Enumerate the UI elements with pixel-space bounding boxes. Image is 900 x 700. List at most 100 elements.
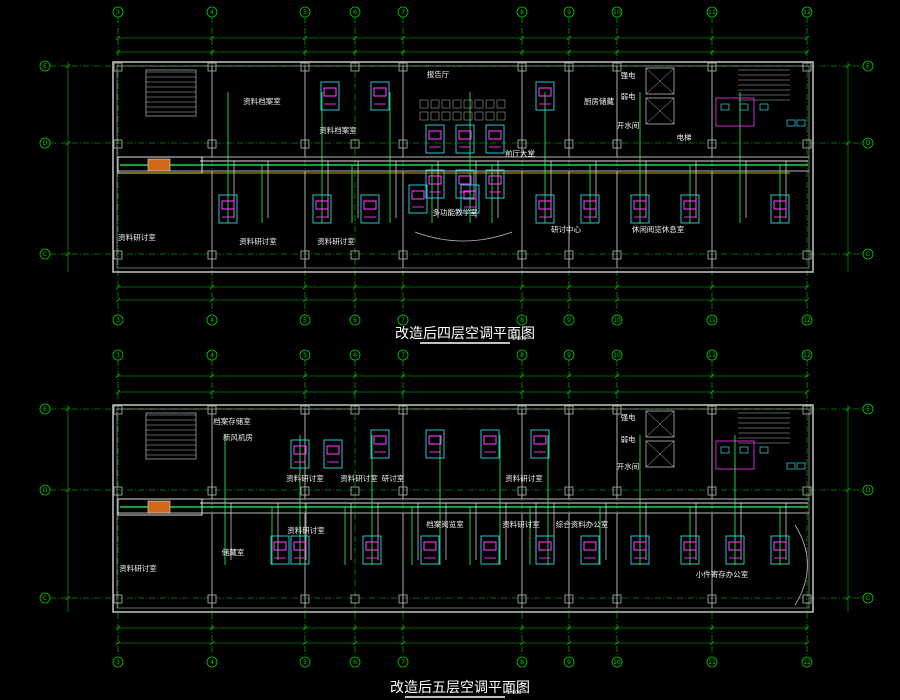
elevator-cross [645,67,675,95]
axis-bubble [39,484,51,496]
exterior-wall [112,404,814,613]
toilet-room-outline [715,97,755,127]
axis-bubble [206,6,218,18]
axis-bubble [706,314,718,326]
dimension-tick [209,35,215,41]
structural-column [300,486,310,496]
axis-bubble [611,349,623,361]
structural-column [113,594,123,604]
axis-number: 4 [210,9,214,16]
dimension-tick [519,373,525,379]
auditorium-seat [496,111,506,121]
fan-coil-unit [535,535,555,565]
axis-bubble [112,349,124,361]
structural-column [113,250,123,260]
dimension-tick [614,284,620,290]
fan-coil-unit [770,535,790,565]
sanitary-fixture [759,103,769,111]
axis-bubble [299,349,311,361]
dimension-tick [115,625,121,631]
fan-coil-unit [680,535,700,565]
interior-wall-line [116,408,810,609]
auditorium-seat [463,99,473,109]
sanitary-fixture [796,119,806,127]
axis-letter: E [43,406,47,413]
axis-bubble [706,656,718,668]
axis-bubble [862,592,874,604]
dimension-tick [804,640,810,646]
sanitary-fixture [796,462,806,470]
dimension-tick [302,49,308,55]
building-walls [112,61,814,273]
fan-coil-return-grille [583,200,597,210]
fan-coil-unit [580,535,600,565]
fan-coil-unit [455,169,475,199]
exterior-wall [112,61,814,273]
auditorium-seat [452,99,462,109]
dimension-tick [804,373,810,379]
fan-coil-unit [480,535,500,565]
dimension-tick [65,63,71,69]
axis-bubble [801,656,813,668]
fire-damper [147,158,171,172]
dimension-tick [804,389,810,395]
axis-number: 6 [353,659,357,666]
room-label: 资料档案室 [319,125,357,135]
axis-bubble [39,592,51,604]
curved-wall [794,524,808,606]
axis-number: 6 [353,9,357,16]
dimension-tick [115,373,121,379]
dimension-tick [614,35,620,41]
structural-column [707,594,717,604]
dimension-tick [115,35,121,41]
dimension-tick [845,140,851,146]
axis-number: 12 [803,659,811,666]
ac-units [270,429,790,565]
structural-column [517,486,527,496]
dimension-tick [352,389,358,395]
fan-coil-unit [370,81,390,111]
axis-number: 8 [520,317,524,324]
fan-coil-unit [485,124,505,154]
axis-bubble [801,314,813,326]
elevator-cross [645,410,675,438]
fan-coil-unit [535,194,555,224]
fan-coil-return-grille [323,87,337,97]
room-label: 强电 [621,70,636,80]
fan-coil-unit [460,184,480,214]
axis-number: 12 [803,317,811,324]
structural-column [707,486,717,496]
axis-letter: D [43,487,48,494]
fan-coil-unit [312,194,332,224]
fan-coil-return-grille [683,200,697,210]
room-label: 强电 [621,412,636,422]
structural-column [207,405,217,415]
axis-letter: C [866,251,870,258]
fan-coil-unit [425,429,445,459]
room-label: 资料研讨室 [239,236,277,246]
axis-bubble [39,60,51,72]
fan-coil-unit [323,439,343,469]
structural-column [350,405,360,415]
dimension-tick [709,297,715,303]
dimension-tick [209,373,215,379]
axis-bubble [862,248,874,260]
duct-network [117,435,808,565]
dimension-tick [302,35,308,41]
fan-coil-return-grille [458,130,472,140]
fan-coil-unit [425,124,445,154]
room-label: 开水间 [617,120,640,130]
dimension-tick [709,284,715,290]
fan-coil-unit [770,194,790,224]
room-label: 弱电 [621,91,636,101]
fan-coil-return-grille [773,200,787,210]
structural-column [398,594,408,604]
structural-column [802,62,812,72]
axis-bubble [349,6,361,18]
axis-bubble [299,6,311,18]
fan-coil-unit [580,194,600,224]
fan-coil-return-grille [373,435,387,445]
dimension-tick [566,373,572,379]
